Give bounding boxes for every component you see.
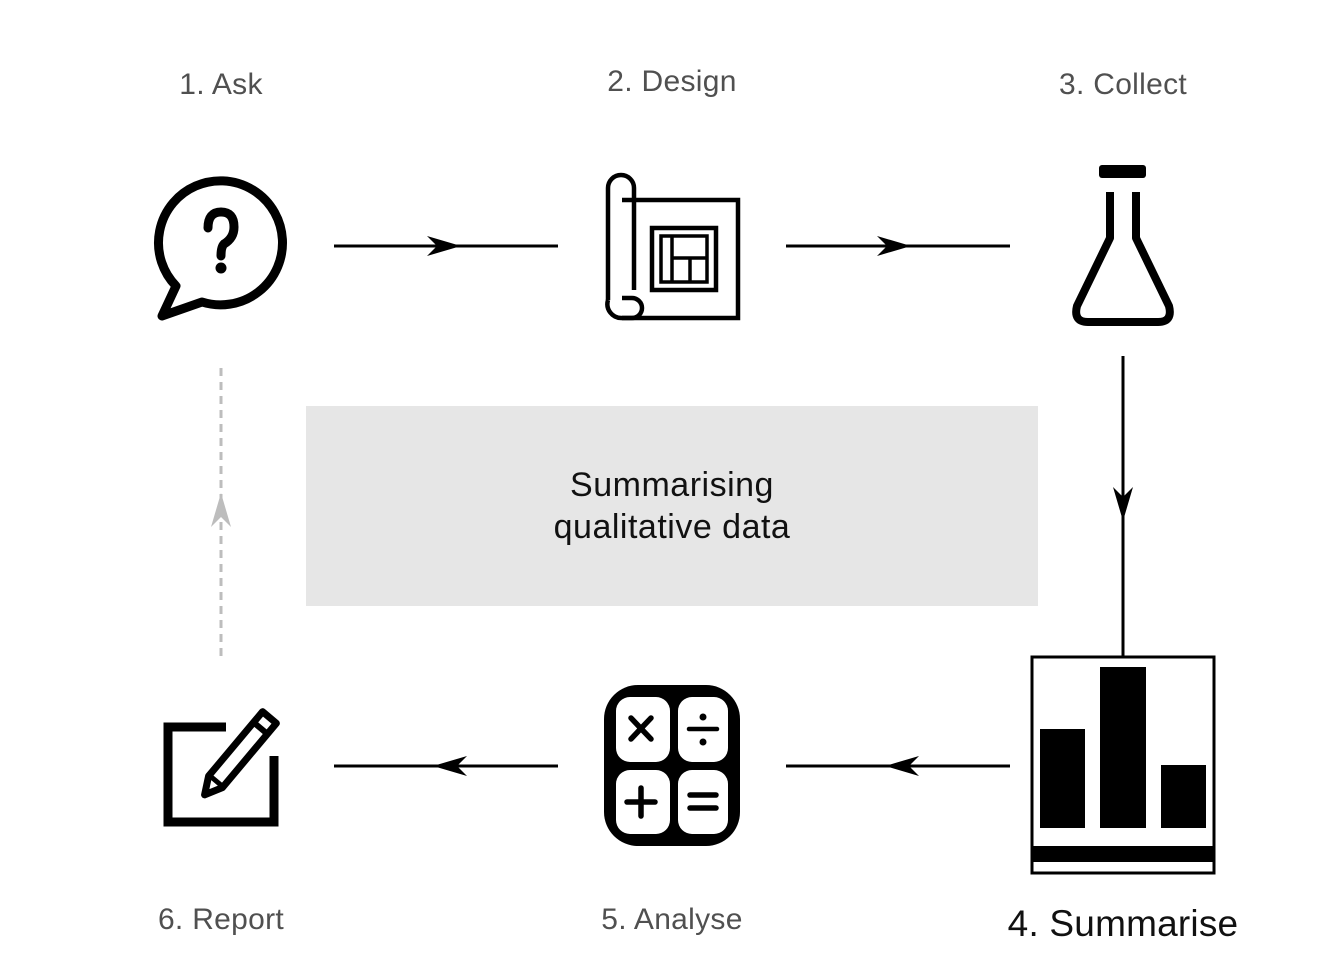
connector-ask-to-design bbox=[334, 236, 558, 256]
center-title-line-1: Summarising bbox=[570, 466, 774, 504]
calculator-icon bbox=[604, 685, 740, 846]
step-label-ask: 1. Ask bbox=[179, 68, 263, 101]
connector-analyse-to-report bbox=[334, 756, 558, 776]
step-label-collect: 3. Collect bbox=[1058, 68, 1188, 101]
center-title: Summarising qualitative data bbox=[306, 406, 1038, 606]
connector-summarise-to-analyse bbox=[786, 756, 1010, 776]
center-box-background bbox=[306, 406, 1038, 606]
connector-design-to-collect bbox=[786, 236, 1010, 256]
edit-pen-icon bbox=[163, 708, 280, 827]
blueprint-icon bbox=[605, 172, 741, 321]
center-title-line-2: qualitative data bbox=[553, 508, 791, 546]
step-label-report: 6. Report bbox=[157, 903, 285, 936]
step-label-summarise: 4. Summarise bbox=[1007, 903, 1239, 944]
step-label-design: 2. Design bbox=[607, 65, 737, 98]
step-label-analyse: 5. Analyse bbox=[601, 903, 743, 936]
speech-bubble-question-icon bbox=[154, 176, 287, 321]
flask-icon bbox=[1072, 165, 1174, 326]
connector-report-to-ask bbox=[211, 362, 231, 656]
bar-chart-icon bbox=[1030, 655, 1216, 875]
connector-collect-to-summarise bbox=[1113, 356, 1133, 656]
